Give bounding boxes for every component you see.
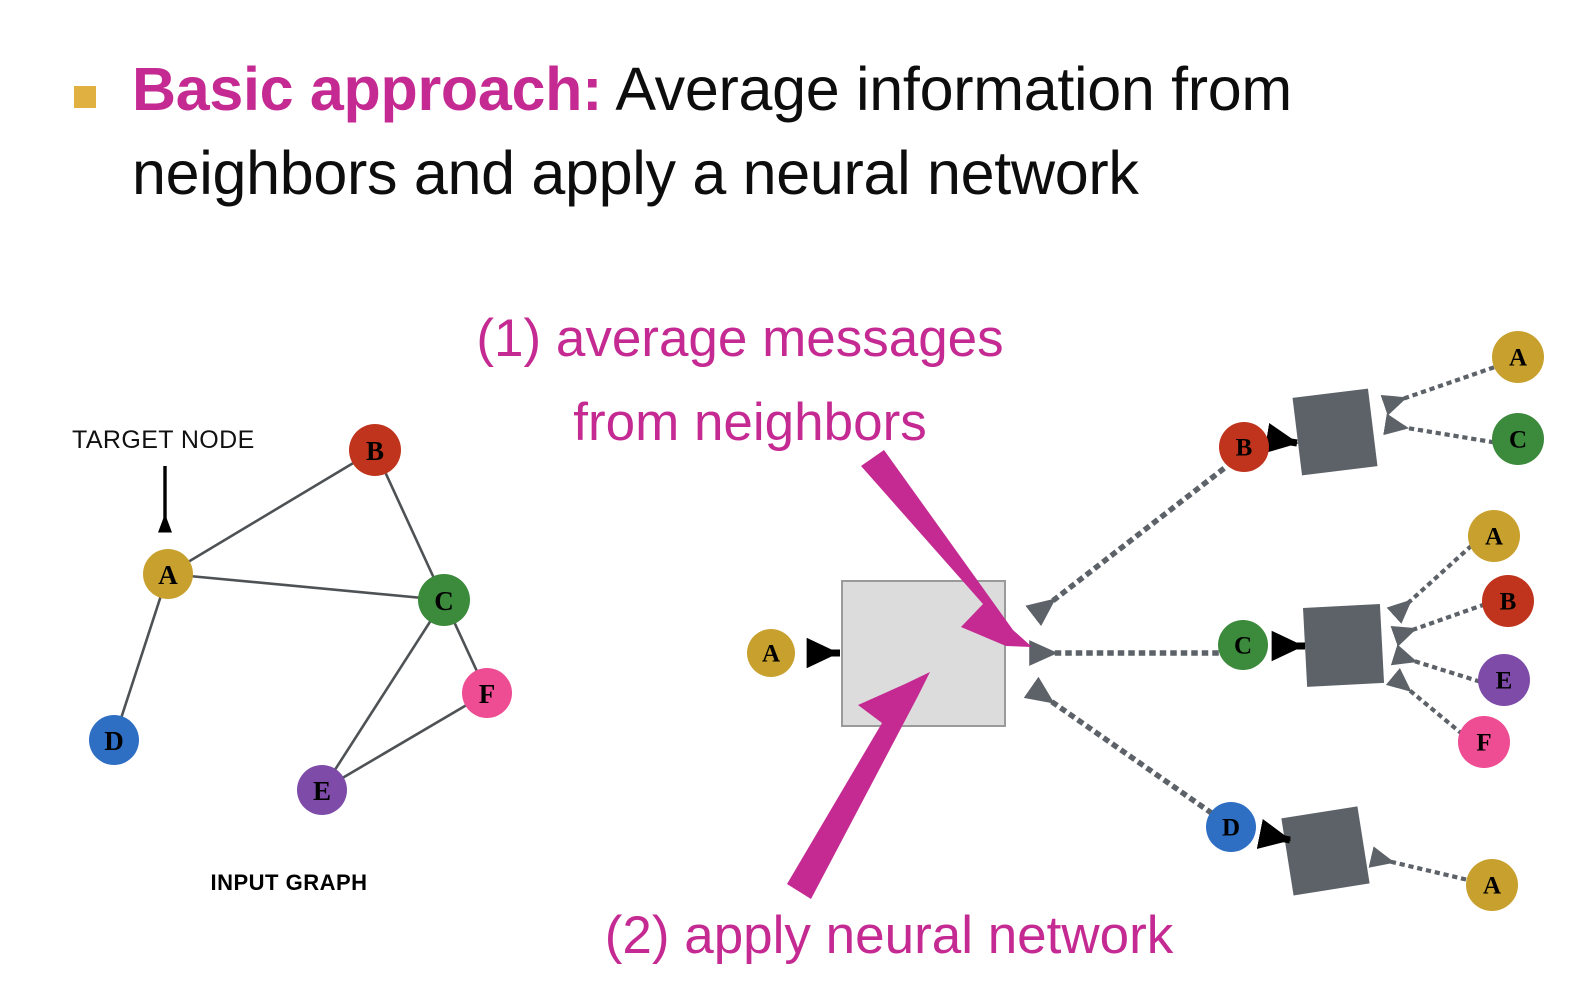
leaf-node-c-b-label: B bbox=[1500, 589, 1517, 616]
leaf-edge-f-to-boxc bbox=[1385, 667, 1464, 736]
annotation-step2: (2) apply neural network bbox=[605, 906, 1174, 965]
leaf-node-c-a-label: A bbox=[1485, 524, 1503, 551]
graph-node-f[interactable]: F bbox=[462, 668, 512, 718]
leaf-node-c-a[interactable]: A bbox=[1468, 510, 1520, 562]
node-b-label: B bbox=[366, 436, 384, 466]
msg-edge-d-to-box bbox=[1023, 676, 1214, 816]
layer1-node-b[interactable]: B bbox=[1219, 422, 1269, 472]
node-c-label: C bbox=[434, 586, 454, 616]
node-e-label: E bbox=[313, 776, 331, 806]
leaf-edge-b-to-boxc bbox=[1390, 602, 1486, 647]
node-d-label: D bbox=[104, 726, 124, 756]
layer1-node-c-label: C bbox=[1234, 633, 1252, 660]
leaf-node-d-a[interactable]: A bbox=[1466, 859, 1518, 911]
graph-node-e[interactable]: E bbox=[297, 765, 347, 815]
title-rest: Average information from neighbors and a… bbox=[132, 55, 1292, 207]
layer1-node-c[interactable]: C bbox=[1218, 620, 1268, 670]
leaf-node-b-c-label: C bbox=[1509, 427, 1527, 454]
leaf-node-d-a-circle bbox=[1466, 859, 1518, 911]
leaf-node-c-f[interactable]: F bbox=[1458, 716, 1510, 768]
leaf-node-b-c[interactable]: C bbox=[1492, 413, 1544, 465]
computation-graph: A B A C bbox=[747, 331, 1544, 911]
node-d-circle bbox=[89, 715, 139, 765]
leaf-node-c-e-label: E bbox=[1496, 668, 1513, 695]
annotation-step1-line2: from neighbors bbox=[573, 393, 927, 452]
output-node-a[interactable]: A bbox=[747, 629, 795, 677]
page-title: Basic approach: Average information from… bbox=[60, 48, 1480, 215]
leaf-edge-e-to-boxc bbox=[1390, 644, 1481, 684]
layer1-node-b-circle bbox=[1219, 422, 1269, 472]
leaf-node-c-e-circle bbox=[1478, 654, 1530, 706]
agg-box-b[interactable] bbox=[1292, 388, 1378, 476]
leaf-node-d-a-label: A bbox=[1483, 873, 1501, 900]
square-bullet-icon bbox=[74, 86, 96, 108]
msg-edge-b-to-box bbox=[1025, 466, 1226, 627]
leaf-node-c-b[interactable]: B bbox=[1482, 575, 1534, 627]
edge-a-b bbox=[167, 448, 376, 576]
edge-a-c bbox=[167, 572, 445, 602]
graph-node-c[interactable]: C bbox=[418, 574, 470, 626]
annotation-step1-line1: (1) average messages bbox=[476, 309, 1003, 368]
layer1-node-b-label: B bbox=[1236, 435, 1253, 462]
node-a-label: A bbox=[158, 560, 178, 590]
graph-node-d[interactable]: D bbox=[89, 715, 139, 765]
graph-node-a[interactable]: A bbox=[143, 549, 193, 599]
layer1-node-d-label: D bbox=[1222, 815, 1240, 842]
node-f-circle bbox=[462, 668, 512, 718]
leaf-edge-a-to-boxb bbox=[1380, 365, 1495, 416]
leaf-node-c-f-label: F bbox=[1476, 730, 1491, 757]
agg-arrow-to-d bbox=[1256, 818, 1292, 849]
leaf-node-b-a-label: A bbox=[1509, 345, 1527, 372]
layer1-node-d[interactable]: D bbox=[1206, 802, 1256, 852]
leaf-node-b-a-circle bbox=[1492, 331, 1544, 383]
output-node-a-circle bbox=[747, 629, 795, 677]
agg-box-d[interactable] bbox=[1281, 806, 1370, 896]
edge-a-d bbox=[112, 573, 170, 741]
leaf-edge-a-to-boxd bbox=[1368, 846, 1467, 882]
target-node-label: TARGET NODE bbox=[72, 426, 255, 454]
edge-e-f bbox=[321, 691, 488, 792]
title-emphasis: Basic approach: bbox=[132, 55, 603, 123]
output-node-a-label: A bbox=[762, 641, 780, 668]
layer1-node-c-circle bbox=[1218, 620, 1268, 670]
agg-arrow-to-b bbox=[1264, 423, 1299, 454]
input-graph-caption: INPUT GRAPH bbox=[210, 870, 367, 895]
leaf-node-c-e[interactable]: E bbox=[1478, 654, 1530, 706]
node-a-circle bbox=[143, 549, 193, 599]
edge-b-c bbox=[373, 449, 446, 601]
agg-box-c[interactable] bbox=[1303, 604, 1385, 687]
node-f-label: F bbox=[479, 679, 496, 709]
annotation-arrow-2 bbox=[787, 672, 930, 899]
leaf-node-b-a[interactable]: A bbox=[1492, 331, 1544, 383]
input-graph: TARGET NODE A B bbox=[72, 424, 512, 895]
leaf-node-c-f-circle bbox=[1458, 716, 1510, 768]
leaf-node-c-a-circle bbox=[1468, 510, 1520, 562]
leaf-node-c-b-circle bbox=[1482, 575, 1534, 627]
annotation-arrow-1 bbox=[861, 450, 1032, 647]
leaf-node-b-c-circle bbox=[1492, 413, 1544, 465]
leaf-edge-c-to-boxb bbox=[1383, 413, 1495, 445]
layer1-node-d-circle bbox=[1206, 802, 1256, 852]
annotation-arrows bbox=[787, 450, 1032, 899]
slide-title-block: Basic approach: Average information from… bbox=[60, 48, 1480, 215]
node-b-circle bbox=[349, 424, 401, 476]
graph-node-b[interactable]: B bbox=[349, 424, 401, 476]
leaf-edge-a-to-boxc bbox=[1386, 544, 1473, 624]
edge-c-e bbox=[320, 599, 446, 791]
node-e-circle bbox=[297, 765, 347, 815]
node-c-circle bbox=[418, 574, 470, 626]
